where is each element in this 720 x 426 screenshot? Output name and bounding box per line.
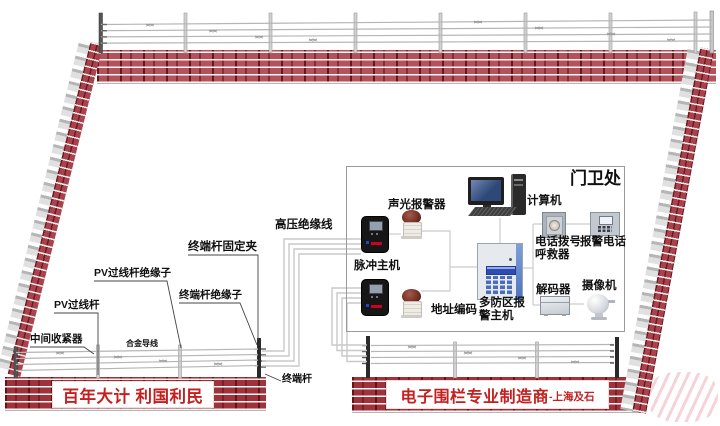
computer-label: 计算机 — [527, 195, 562, 207]
pv-pole-label: PV过线杆 — [54, 299, 100, 311]
keyboard — [468, 207, 518, 216]
decoder-seam — [541, 302, 569, 303]
camera-neck — [595, 313, 603, 317]
phone-dialer-label: 电话拨号呼救器 — [535, 236, 581, 262]
middle-tensioner-label: 中间收紧器 — [30, 333, 83, 345]
top-tensioner-marks — [145, 20, 676, 42]
sound-light-alarm-device-1 — [401, 210, 422, 240]
indicator-dot — [371, 233, 373, 235]
terminal-pole-clip-label: 终端杆固定夹 — [188, 241, 257, 253]
manufacturer-text: 电子围栏专业制造商 — [400, 388, 549, 406]
indicator-dot — [376, 296, 378, 298]
top-wall — [97, 50, 716, 83]
top-corner-insulators — [102, 23, 107, 44]
drive-slot — [514, 179, 523, 181]
host-lcd — [486, 266, 516, 275]
host-keypad — [486, 276, 514, 294]
monitor-screen — [471, 180, 501, 201]
dialer-speaker — [549, 220, 560, 231]
guard-room-title: 门卫处 — [570, 169, 621, 188]
pulse-host-label: 脉冲主机 — [354, 260, 400, 272]
host-lock-dot — [509, 258, 512, 261]
manufacturer-banner: 电子围栏专业制造商 -上海及石 — [386, 380, 609, 409]
multi-zone-host-label-line1: 多防区报 — [479, 297, 525, 309]
pulse-host-screen — [369, 221, 383, 231]
camera-base — [591, 317, 607, 320]
phone-keys — [598, 226, 612, 232]
manufacturer-suffix-text: -上海及石 — [549, 390, 595, 403]
indicator-dot — [376, 233, 378, 235]
address-code-label: 地址编码 — [431, 304, 477, 316]
decoder-label: 解码器 — [536, 284, 571, 296]
computer-device — [468, 174, 526, 218]
alarm-phone-label: 报警电话 — [580, 236, 626, 248]
camera-arm — [608, 300, 615, 303]
indicator-led — [366, 241, 369, 244]
alarm-dome — [402, 210, 421, 224]
guard-room-panel — [346, 166, 625, 332]
phone-dialer-label-line1: 电话拨号 — [535, 236, 581, 248]
hv-insulated-wire-label: 高压绝缘线 — [275, 219, 333, 231]
indicator-dot — [371, 296, 373, 298]
label-leader-lines — [30, 254, 282, 382]
decoder-foot — [562, 314, 566, 316]
top-fence-wires — [100, 19, 713, 44]
terminal-pole-insulator-label: 终端杆绝缘子 — [179, 289, 242, 301]
brand-mark — [371, 305, 382, 308]
host-side-strip — [516, 244, 522, 299]
multi-zone-alarm-host-device — [477, 243, 523, 300]
pulse-host-device-2 — [361, 279, 389, 316]
camera-device — [584, 294, 615, 322]
decoder-device — [540, 296, 570, 316]
phone-dialer-device — [542, 212, 566, 238]
bottom-right-fence — [362, 336, 619, 379]
slogan-banner: 百年大计 利国利民 — [52, 381, 214, 408]
pulse-host-device-1 — [361, 216, 389, 253]
sound-light-alarm-device-2 — [401, 289, 422, 319]
alloy-wire-label: 合金导线 — [126, 339, 158, 348]
pink-smudge — [648, 372, 718, 422]
pulse-host-screen — [369, 284, 383, 294]
alarm-base — [401, 315, 422, 318]
terminal-pole-label: 终端杆 — [282, 374, 312, 385]
phone-screen — [599, 216, 613, 225]
monitor-stand — [483, 205, 491, 208]
multi-zone-host-label-line2: 警主机 — [479, 310, 514, 322]
hv-cable-bundle-left — [262, 238, 361, 367]
indicator-led — [366, 304, 369, 307]
alarm-phone-device — [590, 212, 620, 236]
multi-zone-host-label: 多防区报警主机 — [479, 297, 525, 323]
sound-light-alarm-label: 声光报警器 — [388, 199, 446, 211]
camera-dome — [587, 294, 609, 314]
drive-slot — [514, 184, 523, 186]
alarm-dome — [402, 289, 421, 303]
alarm-base — [401, 236, 422, 239]
phone-dialer-label-line2: 呼救器 — [535, 249, 570, 261]
top-fence-posts — [98, 10, 714, 54]
pv-pole-insulator-label: PV过线杆绝缘子 — [94, 267, 172, 279]
brand-mark — [371, 242, 382, 245]
slogan-text: 百年大计 利国利民 — [62, 387, 204, 406]
control-box-connections — [387, 218, 590, 306]
camera-label: 摄像机 — [582, 280, 617, 292]
decoder-foot — [544, 314, 548, 316]
